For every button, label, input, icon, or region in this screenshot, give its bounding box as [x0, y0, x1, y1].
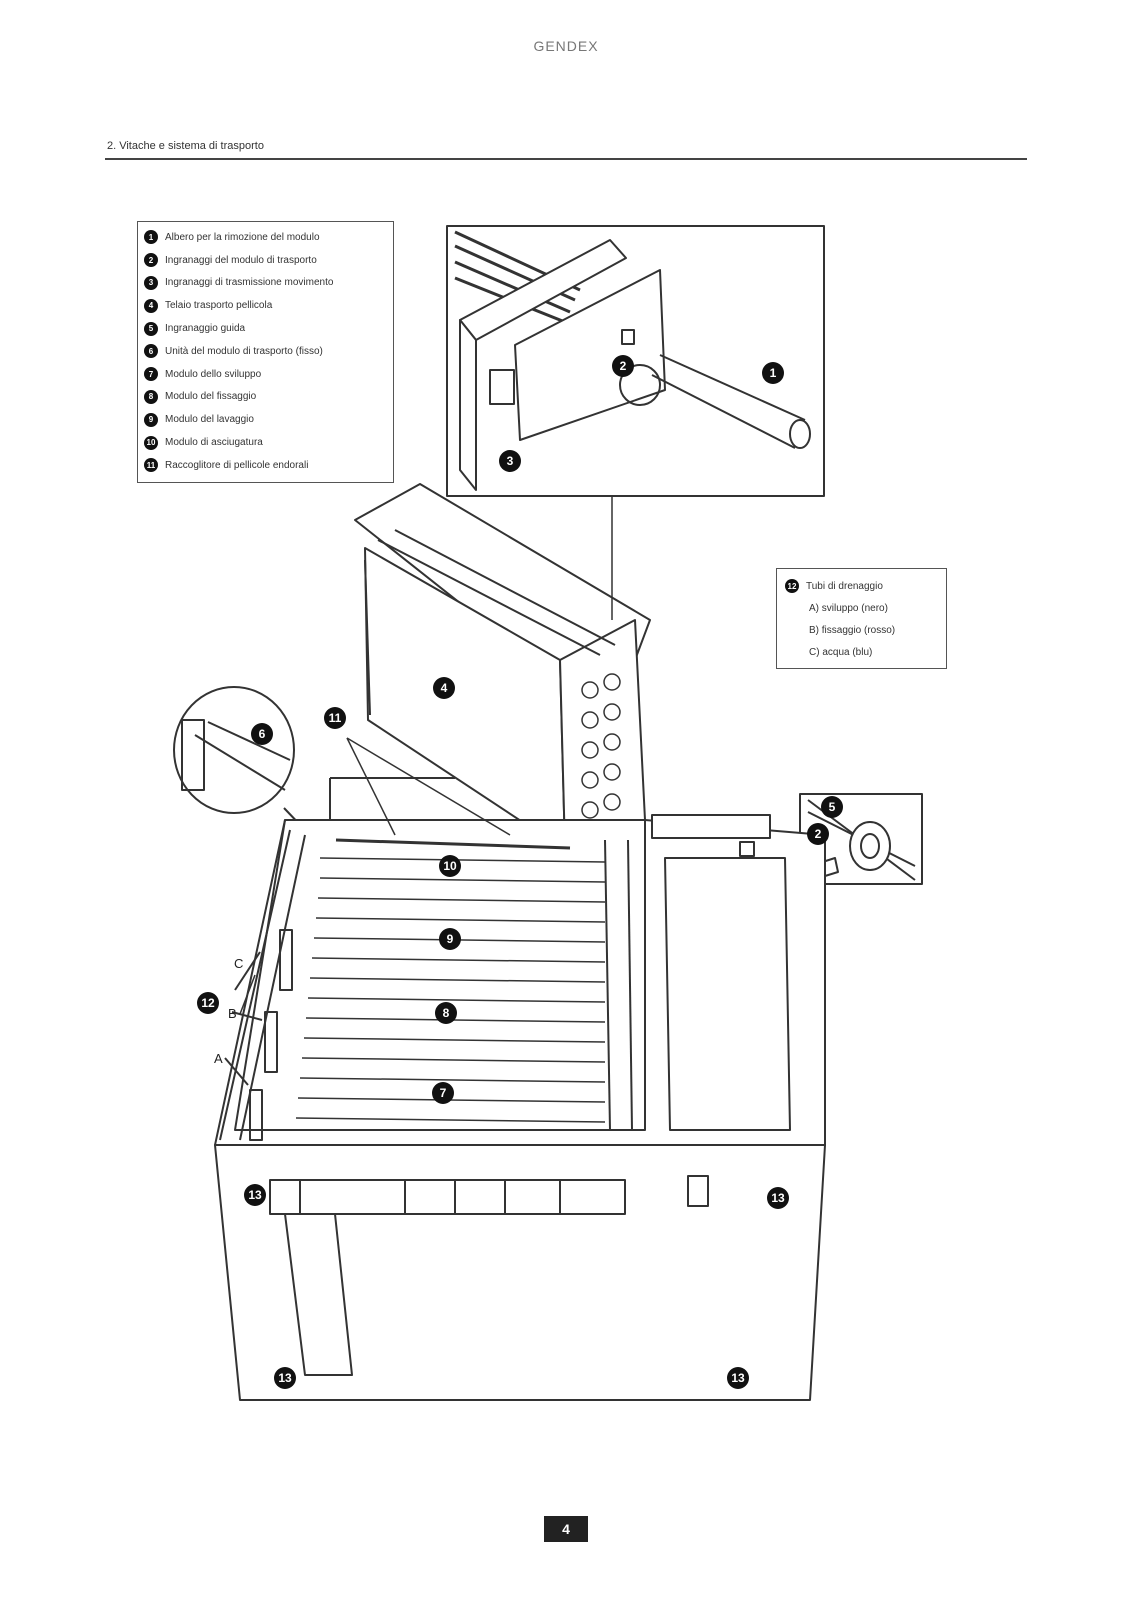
drain-letter-b: B: [228, 1006, 237, 1021]
legend-number-badge: 11: [144, 458, 158, 473]
legend-number-badge: 3: [144, 275, 158, 290]
drain-legend-title: 12 Tubi di drenaggio: [785, 575, 938, 597]
legend-number-badge: 10: [144, 435, 158, 450]
callout-8: 8: [443, 1006, 450, 1020]
callout-6: 6: [259, 727, 266, 741]
callout-2b: 2: [815, 827, 822, 841]
legend-item: 11 Raccoglitore di pellicole endorali: [144, 454, 387, 477]
header-rule: [105, 158, 1027, 160]
legend-number-badge: 9: [144, 412, 158, 427]
legend-item: 8 Modulo del fissaggio: [144, 386, 387, 409]
callout-2: 2: [620, 359, 627, 373]
legend-label: Unità del modulo di trasporto (fisso): [165, 345, 323, 357]
callout-4: 4: [441, 681, 448, 695]
legend-number-badge: 5: [144, 321, 158, 336]
callout-10: 10: [443, 859, 457, 873]
legend-label: Modulo del lavaggio: [165, 414, 254, 426]
detail-circle-fixed-unit: [173, 686, 295, 814]
drain-letter-a: A: [214, 1051, 223, 1066]
legend-item: 5 Ingranaggio guida: [144, 317, 387, 340]
legend-label: Ingranaggi di trasmissione movimento: [165, 277, 334, 289]
legend-item: 4 Telaio trasporto pellicola: [144, 294, 387, 317]
drain-legend-item: A) sviluppo (nero): [809, 602, 888, 614]
legend-number-badge: 12: [785, 579, 799, 593]
legend-label: Raccoglitore di pellicole endorali: [165, 459, 309, 471]
drain-tubes-legend: 12 Tubi di drenaggio A) sviluppo (nero) B…: [776, 568, 947, 669]
legend-label: Modulo del fissaggio: [165, 391, 257, 403]
legend-item: 9 Modulo del lavaggio: [144, 408, 387, 431]
callout-13c: 13: [278, 1371, 292, 1385]
drain-legend-item: B) fissaggio (rosso): [809, 624, 896, 636]
detail-box-shaft: [446, 225, 825, 497]
legend-label: Ingranaggi del modulo di trasporto: [165, 254, 317, 266]
legend-number-badge: 2: [144, 253, 158, 268]
callout-3: 3: [507, 454, 514, 468]
legend-item: 7 Modulo dello sviluppo: [144, 363, 387, 386]
page-number: 4: [544, 1516, 588, 1542]
legend-item: 1 Albero per la rimozione del modulo: [144, 226, 387, 249]
legend-label: Ingranaggio guida: [165, 323, 246, 335]
callout-7: 7: [440, 1086, 447, 1100]
legend-number-badge: 8: [144, 389, 158, 404]
legend-number-badge: 6: [144, 344, 158, 359]
callout-11: 11: [329, 711, 342, 725]
brand-header: GENDEX: [533, 38, 599, 54]
legend-label: Modulo di asciugatura: [165, 437, 263, 449]
legend-label: Telaio trasporto pellicola: [165, 300, 273, 312]
callout-12: 12: [201, 996, 215, 1010]
drain-legend-item: C) acqua (blu): [809, 646, 873, 658]
callout-13a: 13: [248, 1188, 262, 1202]
drain-letter-c: C: [234, 956, 243, 971]
legend-item: 6 Unità del modulo di trasporto (fisso): [144, 340, 387, 363]
legend-item: 10 Modulo di asciugatura: [144, 431, 387, 454]
drain-legend-title-label: Tubi di drenaggio: [806, 580, 883, 592]
legend-label: Modulo dello sviluppo: [165, 368, 262, 380]
legend-number-badge: 7: [144, 367, 158, 382]
legend-number-badge: 4: [144, 298, 158, 313]
callout-9: 9: [447, 932, 454, 946]
callout-1: 1: [770, 366, 777, 380]
legend-label: Albero per la rimozione del modulo: [165, 231, 320, 243]
section-title: 2. Vitache e sistema di trasporto: [107, 140, 264, 152]
callout-13d: 13: [731, 1371, 745, 1385]
callout-5: 5: [829, 800, 836, 814]
legend-number-badge: 1: [144, 230, 158, 245]
legend-item: 3 Ingranaggi di trasmissione movimento: [144, 272, 387, 295]
callout-13b: 13: [771, 1191, 785, 1205]
legend-item: 2 Ingranaggi del modulo di trasporto: [144, 249, 387, 272]
